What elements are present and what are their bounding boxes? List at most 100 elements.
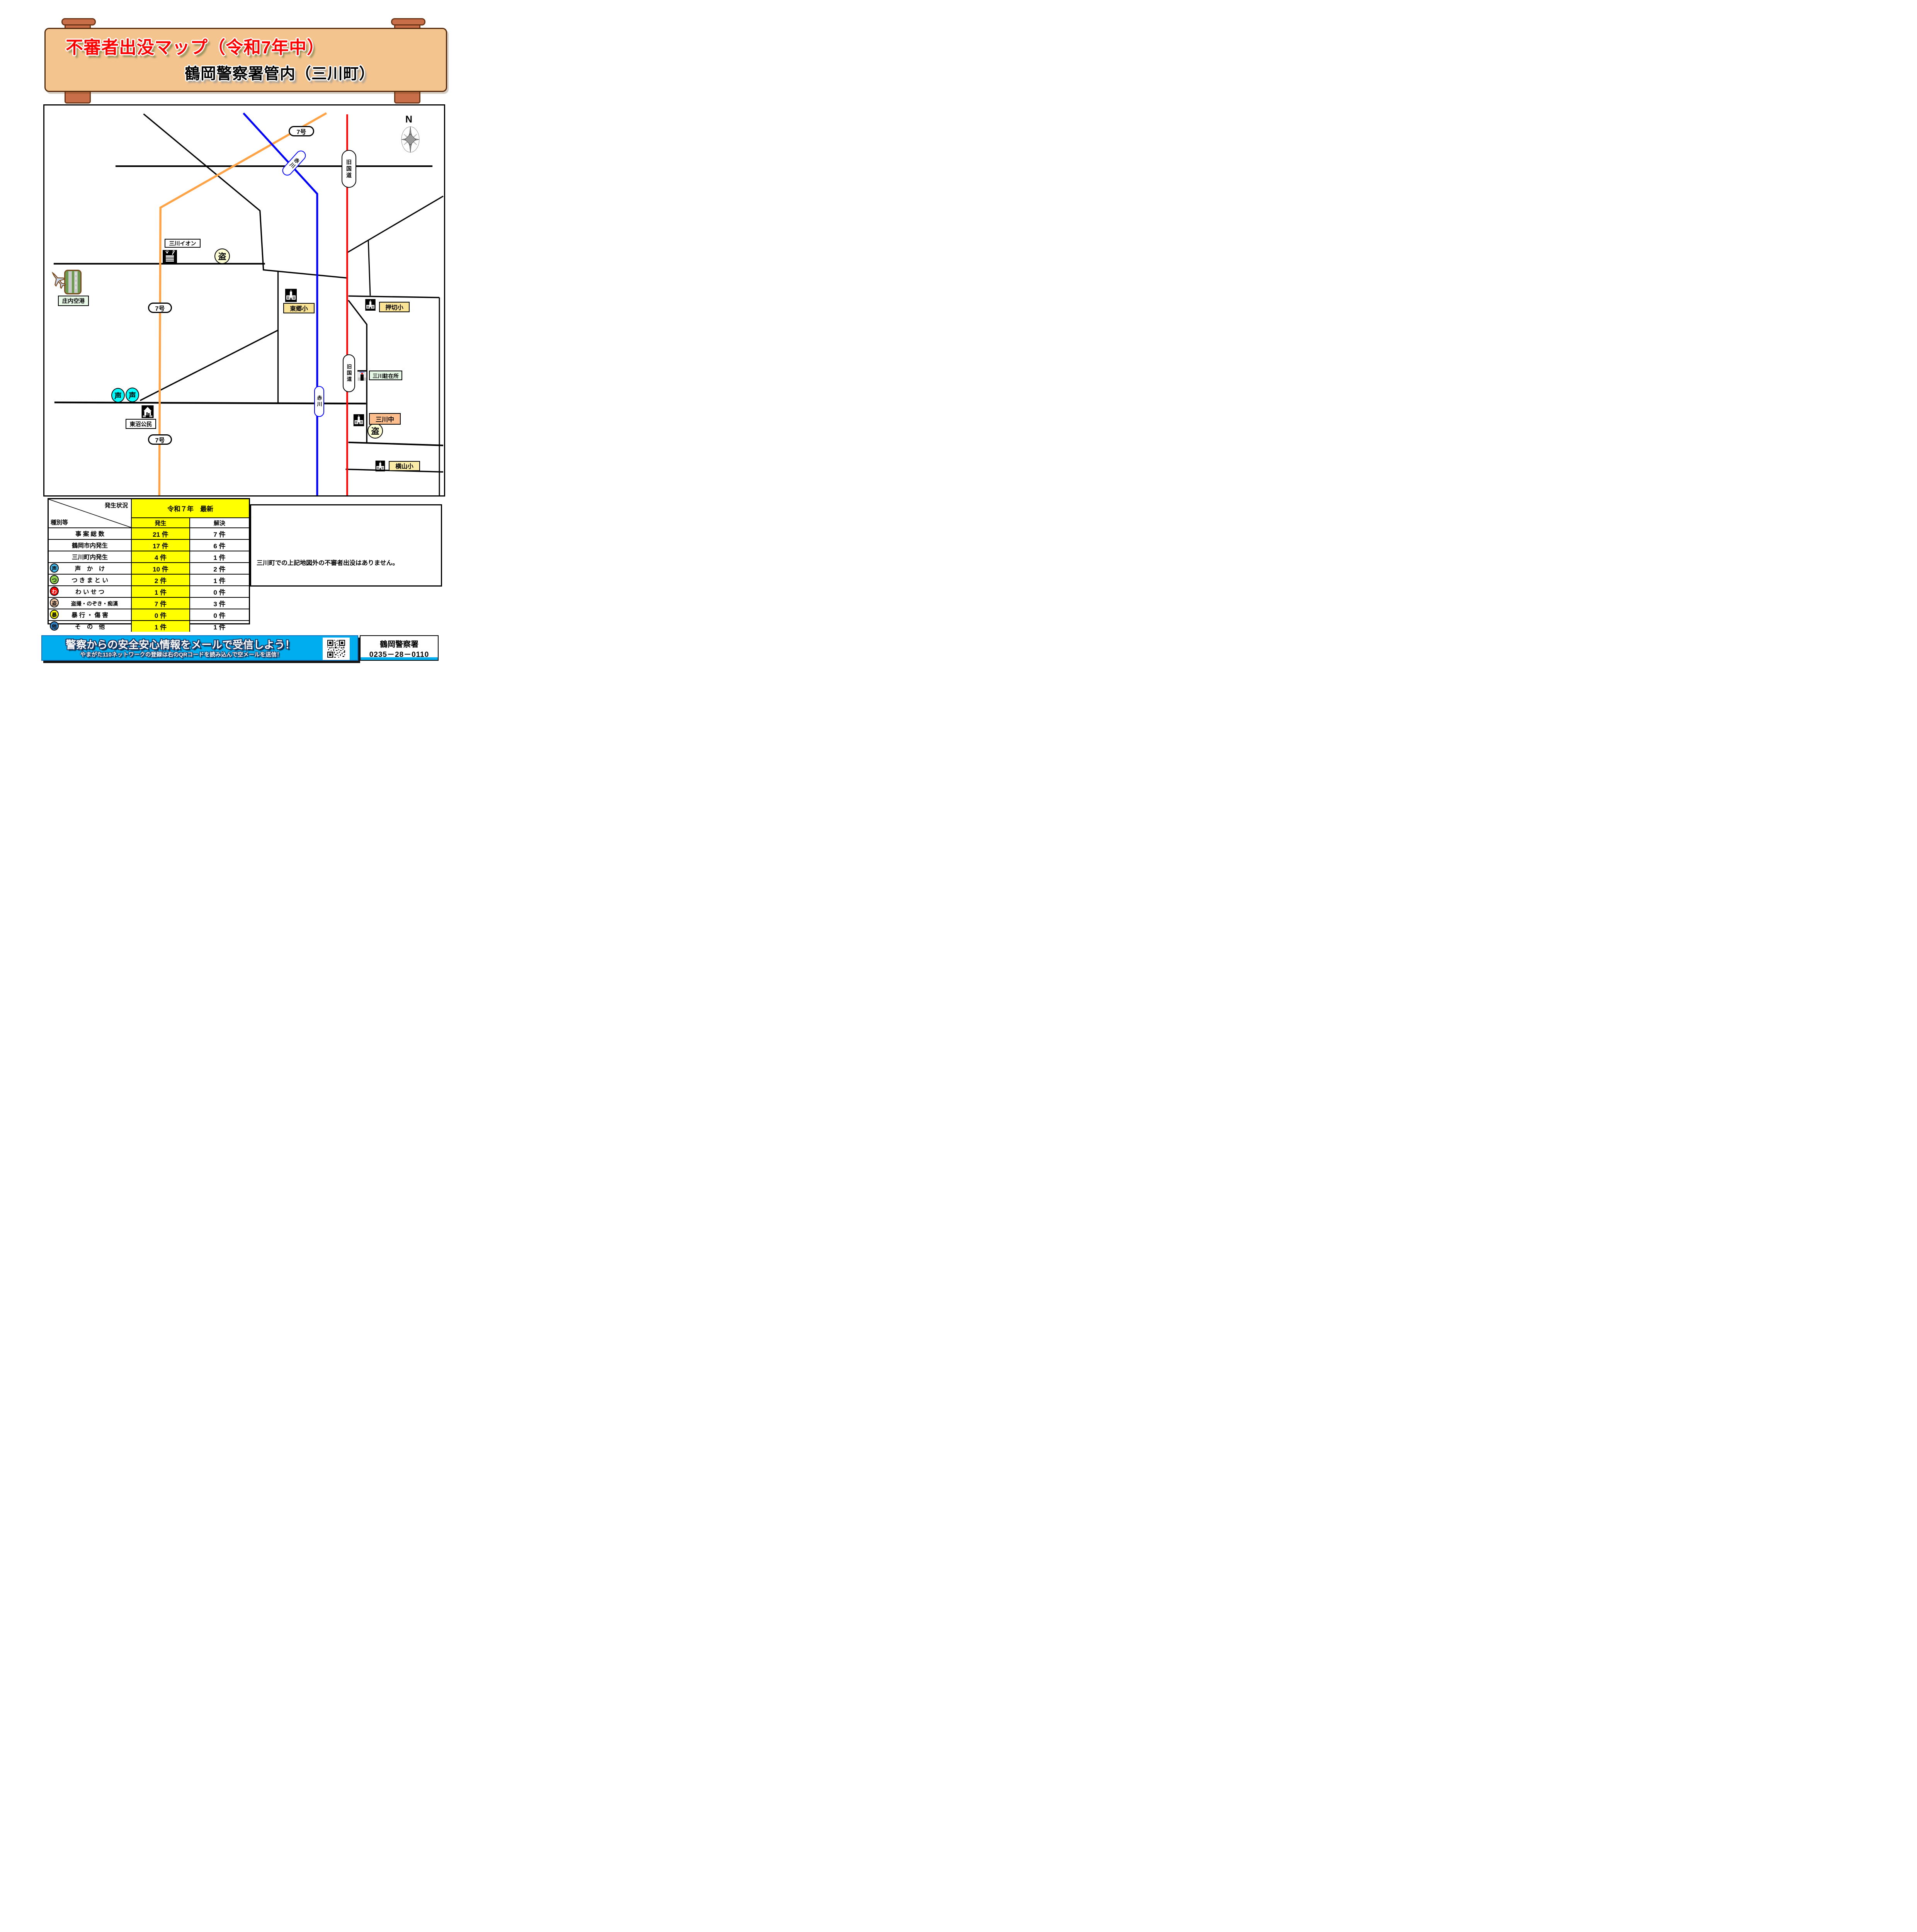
- row-label-with-icon: 暴 暴 行 ・ 傷 害: [49, 609, 132, 620]
- row-solved-value: 1 件: [213, 554, 226, 561]
- place-label-yokoyama-elementary: 横山小: [389, 461, 420, 471]
- voice-marker-2: 声: [126, 388, 139, 402]
- category-icon-assault: 暴: [50, 610, 59, 619]
- row-solved-value: 0 件: [213, 612, 226, 619]
- row-solved-value: 1 件: [213, 623, 226, 631]
- banner-post-cap-right: [391, 18, 425, 26]
- row-occurred-value: 0 件: [132, 609, 190, 620]
- place-label-higashinuma-community-center: 東沼公民: [126, 419, 156, 429]
- school-icon-mikawa-chu: [353, 414, 365, 426]
- row-solved-value: 2 件: [213, 565, 226, 573]
- community-center-icon: [141, 405, 154, 418]
- row-label-with-icon: わ わ い せ つ: [49, 586, 132, 597]
- row-solved-value: 3 件: [213, 600, 226, 608]
- road-diagonal-center: [139, 330, 279, 401]
- table-row-tsuruoka-city: 鶴岡市内発生 17 件 6 件: [49, 539, 249, 551]
- qr-code-icon: [327, 640, 345, 658]
- route7-label-2: 7号: [148, 303, 172, 313]
- row-label-with-icon: 他 そ の 他: [49, 621, 132, 632]
- route7-label-3: 7号: [148, 434, 172, 445]
- row-label: 盗撮・のぞき・痴漢: [71, 601, 118, 607]
- table-header: 発生状況 種別等 令和７年 最新 発生 解決: [49, 499, 249, 527]
- category-icon-other: 他: [50, 621, 59, 631]
- svg-text:police: police: [360, 371, 365, 373]
- table-row-boko: 暴 暴 行 ・ 傷 害 0 件 0 件: [49, 609, 249, 620]
- mail-alert-subline: やまがた110ネットワークの登録は右のQRコードを読み込んで空メールを送信！: [80, 652, 282, 658]
- route7-label-1: 7号: [289, 126, 314, 136]
- table-header-right: 令和７年 最新 発生 解決: [132, 499, 249, 527]
- banner-post-cap-left: [61, 18, 96, 26]
- police-station-phone: 0235－28－0110: [369, 651, 429, 659]
- place-label-mikawa-aeon: 三川イオン: [165, 239, 201, 248]
- row-occurred-value: 10 件: [132, 563, 190, 574]
- row-occurred-value: 7 件: [132, 598, 190, 609]
- category-icon-stalking: つ: [50, 575, 59, 584]
- incident-statistics-table: 発生状況 種別等 令和７年 最新 発生 解決 事 案 総 数 21 件 7 件 …: [48, 498, 250, 632]
- row-occurred-value: 2 件: [132, 575, 190, 585]
- airplane-icon: [51, 272, 66, 289]
- category-icon-voyeurism: 盗: [50, 598, 59, 607]
- row-label: つ き ま と い: [71, 577, 108, 584]
- category-icon-indecency: わ: [50, 587, 59, 596]
- row-label: 暴 行 ・ 傷 害: [71, 612, 108, 619]
- akagawa-river-label-2: 赤川: [314, 386, 324, 417]
- old-national-road-label-1: 旧国道: [342, 150, 356, 188]
- outside-map-note: 三川町での上記地図外の不審者出没はありません。: [250, 504, 442, 587]
- incident-map: N 7号 7号 7号 赤川 赤川 旧国道 旧国道 三川イオン 盗 盗 声 声: [43, 104, 445, 497]
- table-row-mikawa-town: 三川町内発生 4 件 1 件: [49, 551, 249, 562]
- row-label-with-icon: 声 声 か け: [49, 563, 132, 574]
- school-icon-togo: [285, 289, 297, 302]
- poster-page: { "banner": { "title": "不審者出没マップ（令和7年中）"…: [0, 0, 479, 678]
- runway-icon: [64, 270, 82, 294]
- road-diagonal-nw: [143, 113, 347, 279]
- row-label: わ い せ つ: [75, 589, 104, 595]
- banner-board: [44, 28, 447, 92]
- row-occurred-value: 1 件: [132, 586, 190, 597]
- road-short-vertical-ne: [367, 240, 371, 296]
- place-label-mikawa-junior-high: 三川中: [369, 413, 401, 425]
- poster-title: 不審者出没マップ（令和7年中）: [66, 37, 325, 57]
- theft-marker-2: 盗: [367, 423, 383, 439]
- old-national-road-label-2: 旧国道: [343, 354, 355, 392]
- row-solved-value: 1 件: [213, 577, 226, 585]
- mail-alert-headline: 警察からの安全安心情報をメールで受信しよう！: [66, 639, 295, 651]
- row-label-with-icon: つ つ き ま と い: [49, 575, 132, 585]
- road-below-mikawa-chu: [348, 441, 444, 446]
- table-row-waisetsu: わ わ い せ つ 1 件 0 件: [49, 585, 249, 597]
- row-occurred-value: 4 件: [132, 551, 190, 562]
- poster-subtitle: 鶴岡警察署管内（三川町）: [185, 65, 375, 82]
- row-solved-value: 0 件: [213, 588, 226, 596]
- row-occurred-value: 17 件: [132, 540, 190, 551]
- road-police-branch: [348, 299, 367, 443]
- table-row-tosatsu: 盗 盗撮・のぞき・痴漢 7 件 3 件: [49, 597, 249, 609]
- qr-code-box: [323, 638, 350, 660]
- row-label: 三川町内発生: [49, 551, 132, 562]
- place-label-shonai-airport: 庄内空港: [58, 296, 89, 306]
- place-label-oshikiri-elementary: 押切小: [379, 302, 410, 312]
- row-label-with-icon: 盗 盗撮・のぞき・痴漢: [49, 598, 132, 609]
- place-label-togo-elementary: 東郷小: [283, 303, 315, 313]
- mail-alert-banner: 警察からの安全安心情報をメールで受信しよう！ やまがた110ネットワークの登録は…: [41, 635, 358, 661]
- category-icon-voice: 声: [50, 563, 59, 573]
- contact-box-blue-bar: [361, 657, 438, 660]
- road-diagonal-ne: [347, 196, 444, 253]
- school-icon-oshikiri: [364, 299, 376, 311]
- column-header-solved: 解決: [190, 518, 249, 527]
- corner-diagonal-line: [49, 499, 131, 527]
- store-icon: [163, 250, 177, 264]
- road-east-of-oldroad: [348, 295, 440, 298]
- table-corner-cell: 発生状況 種別等: [49, 499, 132, 527]
- corner-label-status: 発生状況: [104, 502, 128, 509]
- row-occurred-value: 21 件: [132, 528, 190, 539]
- police-station-name: 鶴岡警察署: [380, 640, 418, 649]
- table-row-koekake: 声 声 か け 10 件 2 件: [49, 562, 249, 574]
- column-header-occurred: 発生: [132, 518, 190, 527]
- row-label: 声 か け: [75, 566, 105, 572]
- row-occurred-value: 1 件: [132, 621, 190, 632]
- table-period-header: 令和７年 最新: [132, 499, 249, 517]
- row-label: 鶴岡市内発生: [49, 540, 132, 551]
- compass-rose-icon: [401, 126, 420, 153]
- map-road-network: [53, 112, 444, 495]
- police-station-contact-box: 鶴岡警察署 0235－28－0110: [360, 635, 439, 661]
- compass-north-label: N: [405, 114, 413, 125]
